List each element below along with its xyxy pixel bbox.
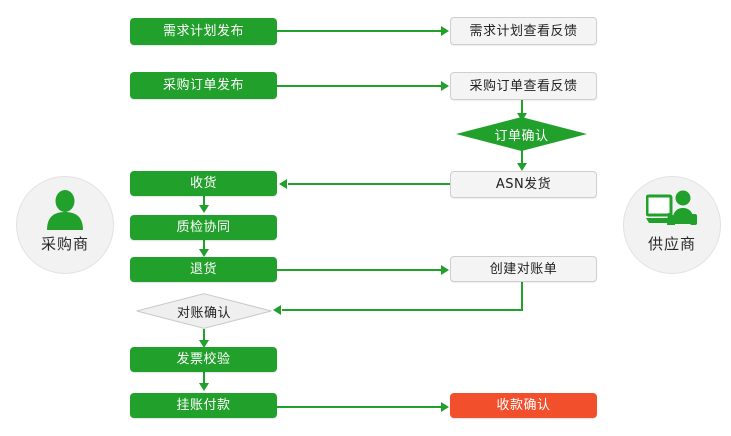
edge-qc-to-return-arrow (199, 249, 209, 257)
node-demand-plan-publish[interactable]: 需求计划发布 (130, 18, 277, 45)
node-payable-payment[interactable]: 挂账付款 (130, 393, 277, 418)
edge-return-to-statement-arrow (441, 265, 449, 275)
edge-invoice-to-payment-arrow (199, 383, 209, 391)
edge-confirm-to-invoice-line (203, 329, 205, 342)
node-label: ASN发货 (495, 177, 552, 192)
node-qc-collab[interactable]: 质检协同 (130, 215, 277, 240)
edge-demand-plan-line (277, 30, 442, 32)
node-create-statement[interactable]: 创建对账单 (450, 256, 597, 282)
node-label: 需求计划发布 (162, 24, 244, 39)
node-order-confirm[interactable]: 订单确认 (456, 117, 587, 151)
node-label: 质检协同 (176, 220, 231, 235)
edge-confirm-to-invoice-arrow (199, 340, 209, 348)
diamond-shape-icon (136, 293, 272, 329)
person-at-computer-icon (644, 189, 700, 231)
node-receipt-confirm[interactable]: 收款确认 (450, 393, 597, 418)
edge-statement-to-confirm-vline (521, 282, 523, 310)
node-asn-ship[interactable]: ASN发货 (450, 171, 597, 198)
node-label: 收货 (189, 176, 217, 191)
edge-po-to-confirm-arrow (517, 113, 527, 121)
edge-po-to-confirm-line (521, 100, 523, 116)
edge-receive-to-qc-line (203, 196, 205, 208)
edge-payment-to-receipt-line (277, 406, 442, 408)
node-label: 创建对账单 (489, 261, 558, 277)
actor-buyer[interactable]: 采购商 (16, 176, 114, 274)
node-label: 退货 (189, 262, 217, 277)
edge-confirm-to-asn-arrow (517, 163, 527, 171)
actor-label: 采购商 (40, 235, 89, 253)
edge-return-to-statement-line (277, 269, 442, 271)
edge-asn-to-receive-line (288, 183, 450, 185)
node-label: 采购订单查看反馈 (469, 78, 578, 94)
edge-payment-to-receipt-arrow (441, 402, 449, 412)
node-po-publish[interactable]: 采购订单发布 (130, 72, 277, 99)
actor-supplier[interactable]: 供应商 (623, 176, 721, 274)
edge-invoice-to-payment-line (203, 372, 205, 385)
node-receive-goods[interactable]: 收货 (130, 171, 277, 196)
node-po-feedback[interactable]: 采购订单查看反馈 (450, 72, 597, 100)
edge-statement-to-confirm-hline (282, 309, 523, 311)
node-return-goods[interactable]: 退货 (130, 257, 277, 282)
actor-label: 供应商 (647, 235, 696, 253)
node-label: 需求计划查看反馈 (469, 23, 578, 39)
node-demand-plan-feedback[interactable]: 需求计划查看反馈 (450, 17, 597, 45)
edge-po-line (277, 85, 442, 87)
edge-po-arrow (441, 81, 449, 91)
person-icon (37, 189, 93, 231)
edge-confirm-to-asn-line (521, 150, 523, 166)
node-statement-confirm[interactable]: 对账确认 (136, 293, 272, 329)
node-label: 采购订单发布 (162, 78, 244, 93)
node-label: 挂账付款 (176, 398, 231, 413)
diamond-shape-icon (456, 117, 587, 151)
edge-statement-to-confirm-arrow (273, 305, 281, 315)
edge-qc-to-return-line (203, 240, 205, 252)
node-label: 收款确认 (496, 398, 551, 413)
edge-receive-to-qc-arrow (199, 205, 209, 213)
node-invoice-check[interactable]: 发票校验 (130, 347, 277, 372)
node-label: 发票校验 (176, 352, 231, 367)
edge-asn-to-receive-arrow (279, 179, 287, 189)
edge-demand-plan-arrow (441, 26, 449, 36)
